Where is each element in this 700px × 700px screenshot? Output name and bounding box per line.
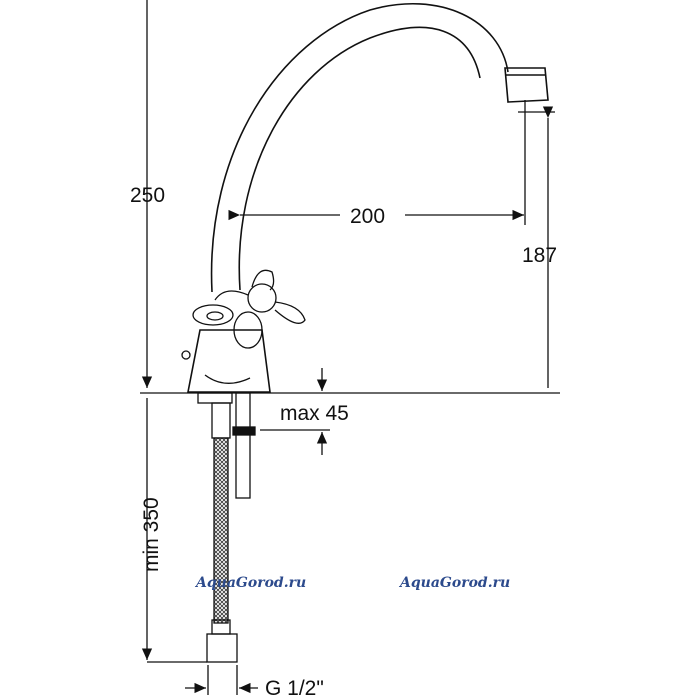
- thread-label: G 1/2": [265, 677, 324, 700]
- dim-250-label: 250: [130, 184, 165, 207]
- watermark: AquaGorod.ru: [194, 575, 306, 591]
- dim-200-label: 200: [350, 205, 385, 228]
- cross-handle: [247, 283, 277, 313]
- aerator: [504, 67, 549, 103]
- dim-max45-label: max 45: [280, 402, 349, 425]
- clamp-nut: [232, 426, 256, 436]
- dim-187-label: 187: [522, 244, 557, 267]
- spout: [210, 2, 509, 293]
- thread-nut: [206, 633, 238, 663]
- hose: [213, 437, 229, 624]
- dim-min350-label: min 350: [140, 497, 163, 572]
- watermark: AquaGorod.ru: [398, 575, 510, 591]
